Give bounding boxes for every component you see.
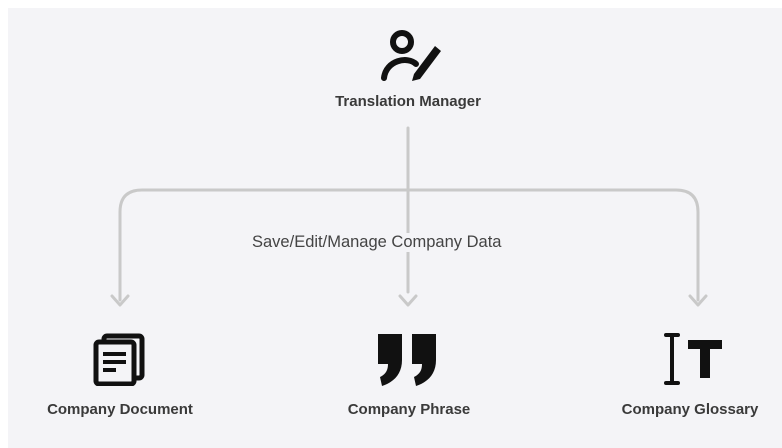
document-stack-icon [93, 333, 145, 386]
connector-label: Save/Edit/Manage Company Data [248, 233, 506, 252]
connector-left [118, 188, 410, 302]
arrowhead-right [688, 294, 708, 307]
child-node-label-document: Company Document [47, 401, 193, 418]
text-cursor-icon [664, 333, 722, 385]
arrowhead-left [110, 294, 130, 307]
connector-right [406, 188, 700, 302]
child-node-label-glossary: Company Glossary [621, 401, 759, 418]
arrowhead-center [398, 294, 418, 307]
quote-icon [378, 334, 436, 386]
child-node-label-phrase: Company Phrase [347, 401, 471, 418]
person-edit-icon [381, 30, 441, 81]
root-node-label: Translation Manager [335, 93, 481, 110]
